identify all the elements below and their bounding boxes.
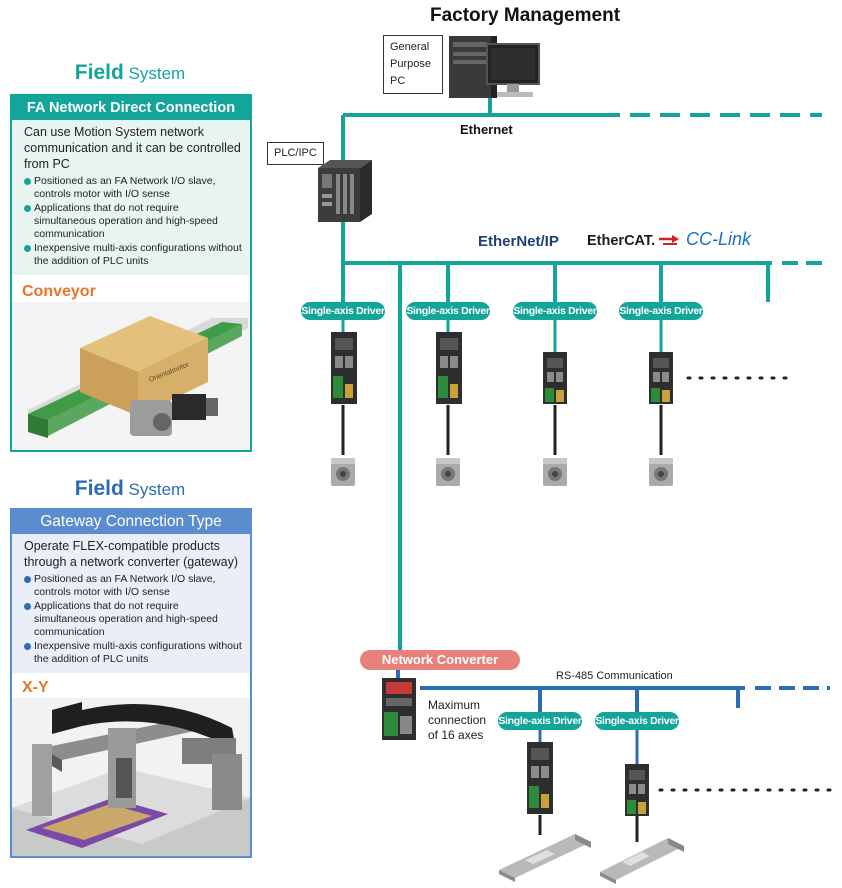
network-converter-device <box>382 678 416 740</box>
driver-device-4 <box>649 352 673 404</box>
rs485-driver-device-1 <box>527 742 553 814</box>
driver-pill-3: Single-axis Driver <box>513 302 597 320</box>
field-gateway-bullet-1: Positioned as an FA Network I/O slave, c… <box>24 573 242 599</box>
conveyor-label: Conveyor <box>22 283 96 300</box>
xy-label: X-Y <box>22 679 49 696</box>
motor-icon-1 <box>331 458 355 486</box>
field-direct-description: Can use Motion System network communicat… <box>24 125 241 171</box>
ethercat-arrow-icon <box>659 235 680 246</box>
motor-icon-2 <box>436 458 460 486</box>
field-gateway-bullet-2: Applications that do not require simulta… <box>24 600 242 639</box>
driver-pill-2: Single-axis Driver <box>406 302 490 320</box>
rs485-label: RS-485 Communication <box>556 670 673 682</box>
motor-icon-4 <box>649 458 673 486</box>
linear-actuator-1 <box>499 834 591 882</box>
field-direct-header: FA Network Direct Connection Type <box>12 96 250 140</box>
diagram-title: Factory Management <box>429 5 621 26</box>
cclink-logo: CC-Link <box>686 229 752 249</box>
rs485-driver-pill-1: Single-axis Driver <box>498 712 582 730</box>
conveyor-illustration: Orientalmotor <box>12 302 250 450</box>
driver-pill-4: Single-axis Driver <box>619 302 703 320</box>
rs485-driver-pill-2: Single-axis Driver <box>595 712 679 730</box>
ethercat-logo: EtherCAT. <box>587 233 680 249</box>
driver-device-1 <box>331 332 357 404</box>
network-converter-label: Network Converter <box>360 650 520 670</box>
rs485-driver-device-2 <box>625 764 649 816</box>
motor-icon-3 <box>543 458 567 486</box>
ethernetip-logo: EtherNet/IP <box>478 233 559 250</box>
field-gateway-header: Gateway Connection Type <box>12 510 250 534</box>
xy-stage-illustration <box>12 698 250 856</box>
field-direct-bullet-3: Inexpensive multi-axis configurations wi… <box>24 242 242 268</box>
field-gateway-body: Operate FLEX-compatible products through… <box>12 534 250 673</box>
field-direct-bullet-1: Positioned as an FA Network I/O slave, c… <box>24 175 242 201</box>
field-direct-body: Can use Motion System network communicat… <box>12 120 250 275</box>
field-direct-panel: FA Network Direct Connection Type Can us… <box>10 94 252 452</box>
driver-device-2 <box>436 332 462 404</box>
linear-actuator-2 <box>600 838 684 884</box>
ethernet-label: Ethernet <box>460 122 513 137</box>
field-gateway-bullet-3: Inexpensive multi-axis configurations wi… <box>24 640 242 666</box>
driver-device-3 <box>543 352 567 404</box>
field-direct-bullet-2: Applications that do not require simulta… <box>24 202 242 241</box>
field-direct-title: Field System <box>74 61 186 84</box>
driver-pill-1: Single-axis Driver <box>301 302 385 320</box>
plc-ipc-icon <box>318 160 372 222</box>
field-gateway-description: Operate FLEX-compatible products through… <box>24 539 238 569</box>
pc-computer-icon <box>449 36 540 98</box>
field-gateway-panel: Gateway Connection Type Operate FLEX-com… <box>10 508 252 858</box>
plc-label: PLC/IPC <box>267 142 324 165</box>
field-gateway-title: Field System <box>74 477 186 500</box>
